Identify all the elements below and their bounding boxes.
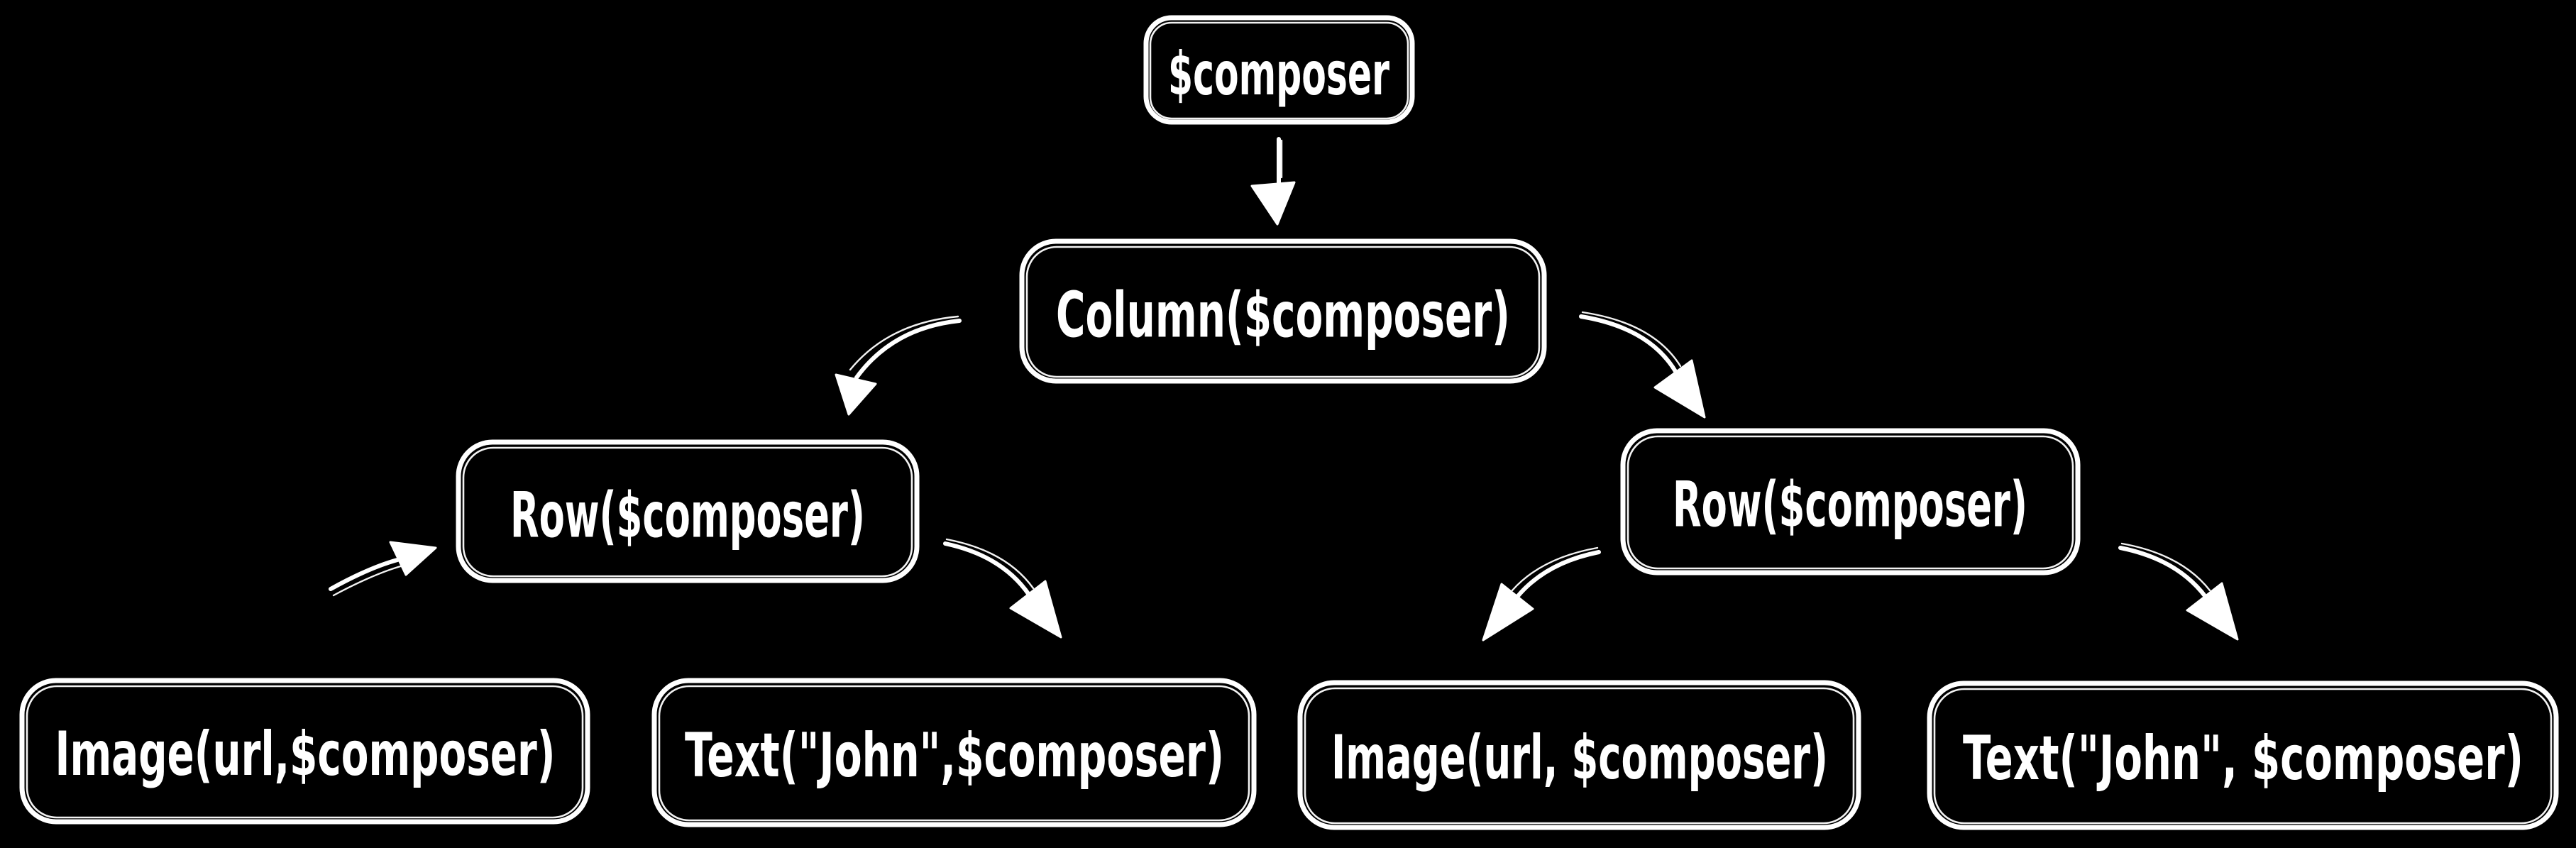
node-image-left-label: Image(url,$composer) bbox=[55, 719, 556, 790]
node-text-left: Text("John",$composer) bbox=[651, 678, 1257, 827]
node-row-right-label: Row($composer) bbox=[1673, 468, 2027, 541]
node-text-right: Text("John", $composer) bbox=[1927, 681, 2559, 830]
arrow-row-right-to-image-right bbox=[1482, 546, 1601, 641]
node-row-left: Row($composer) bbox=[456, 439, 920, 583]
arrow-column-to-row-left bbox=[835, 315, 962, 416]
arrow-composer-to-column bbox=[1250, 137, 1296, 226]
node-composer: $composer bbox=[1143, 15, 1415, 125]
node-text-right-label: Text("John", $composer) bbox=[1963, 723, 2523, 794]
arrow-row-left-to-text-left bbox=[943, 538, 1062, 639]
node-column: Column($composer) bbox=[1019, 238, 1547, 384]
node-column-label: Column($composer) bbox=[1056, 279, 1510, 352]
node-image-left: Image(url,$composer) bbox=[19, 678, 590, 825]
node-image-right: Image(url, $composer) bbox=[1297, 680, 1861, 830]
node-composer-label: $composer bbox=[1168, 39, 1389, 109]
node-row-right: Row($composer) bbox=[1620, 428, 2081, 576]
arrow-column-to-row-right bbox=[1579, 311, 1706, 419]
arrow-image-left-to-row-left bbox=[329, 541, 437, 597]
arrow-row-right-to-text-right bbox=[2118, 542, 2239, 641]
node-text-left-label: Text("John",$composer) bbox=[685, 720, 1224, 791]
node-row-left-label: Row($composer) bbox=[510, 479, 865, 552]
node-image-right-label: Image(url, $composer) bbox=[1331, 722, 1828, 793]
